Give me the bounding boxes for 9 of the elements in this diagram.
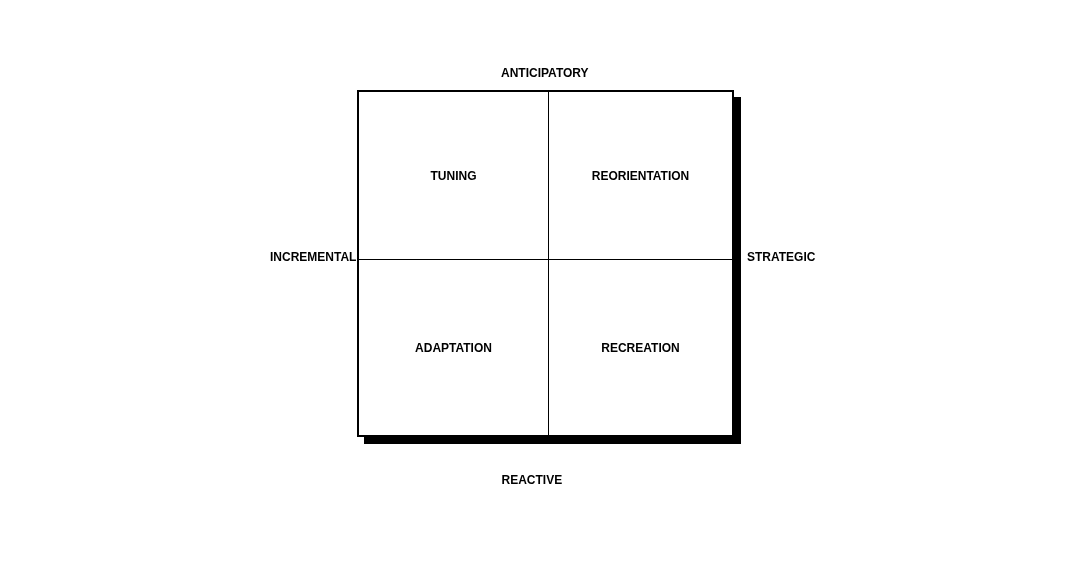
- axis-label: REACTIVE: [501, 473, 563, 487]
- quadrant-label: ADAPTATION: [415, 340, 492, 355]
- quadrant-label: RECREATION: [601, 340, 680, 355]
- axis-label: ANTICIPATORY: [501, 66, 589, 80]
- quadrant-box: [359, 92, 549, 260]
- axis-label: STRATEGIC: [747, 250, 816, 264]
- axis-label: INCREMENTAL: [270, 250, 357, 264]
- quadrant-label: REORIENTATION: [591, 168, 690, 183]
- quadrant-label: TUNING: [430, 168, 477, 183]
